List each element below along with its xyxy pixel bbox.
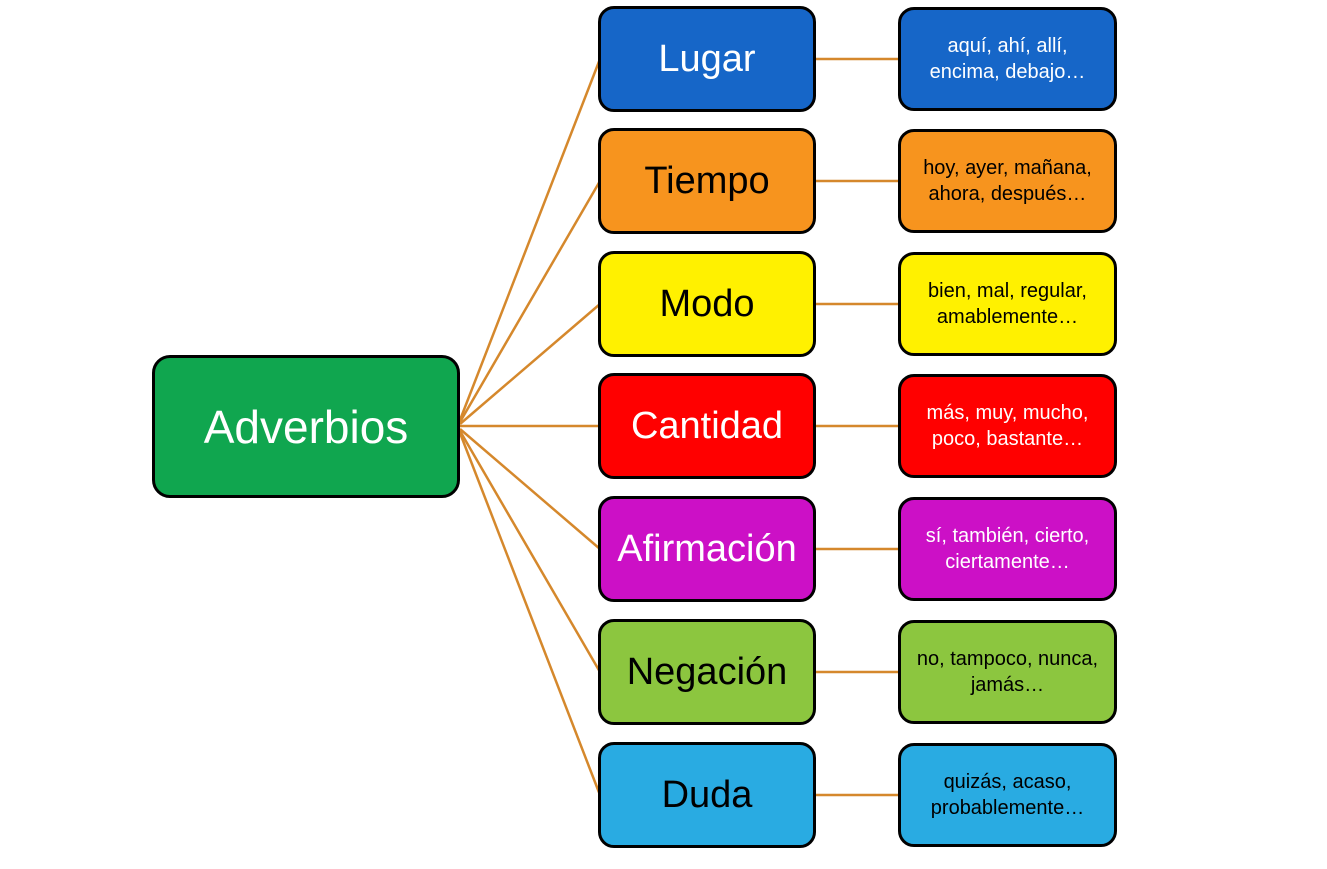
category-label: Tiempo [644, 159, 770, 202]
examples-node-cantidad: más, muy, mucho, poco, bastante… [898, 374, 1117, 478]
category-label: Negación [626, 650, 788, 693]
category-label: Lugar [658, 37, 756, 80]
category-node-modo: Modo [598, 251, 816, 357]
category-node-cantidad: Cantidad [598, 373, 816, 479]
examples-text: no, tampoco, nunca, jamás… [916, 648, 1099, 696]
examples-text: más, muy, mucho, poco, bastante… [926, 402, 1089, 450]
examples-text: aquí, ahí, allí, encima, debajo… [929, 35, 1086, 83]
category-label: Cantidad [630, 404, 784, 447]
examples-text: sí, también, cierto, ciertamente… [925, 525, 1090, 573]
category-node-tiempo: Tiempo [598, 128, 816, 234]
examples-node-modo: bien, mal, regular, amablemente… [898, 252, 1117, 356]
examples-node-negacion: no, tampoco, nunca, jamás… [898, 620, 1117, 724]
category-label: Duda [661, 773, 753, 816]
examples-text: bien, mal, regular, amablemente… [928, 280, 1087, 328]
examples-node-lugar: aquí, ahí, allí, encima, debajo… [898, 7, 1117, 111]
root-node-adverbios: Adverbios [152, 355, 460, 498]
examples-node-afirmacion: sí, también, cierto, ciertamente… [898, 497, 1117, 601]
category-label: Modo [659, 282, 755, 325]
category-node-lugar: Lugar [598, 6, 816, 112]
examples-text: hoy, ayer, mañana, ahora, después… [923, 157, 1092, 205]
category-node-afirmacion: Afirmación [598, 496, 816, 602]
root-node-label: Adverbios [203, 400, 409, 453]
category-label: Afirmación [617, 527, 797, 570]
examples-node-duda: quizás, acaso, probablemente… [898, 743, 1117, 847]
examples-text: quizás, acaso, probablemente… [930, 771, 1085, 819]
category-node-duda: Duda [598, 742, 816, 848]
examples-node-tiempo: hoy, ayer, mañana, ahora, después… [898, 129, 1117, 233]
category-node-negacion: Negación [598, 619, 816, 725]
